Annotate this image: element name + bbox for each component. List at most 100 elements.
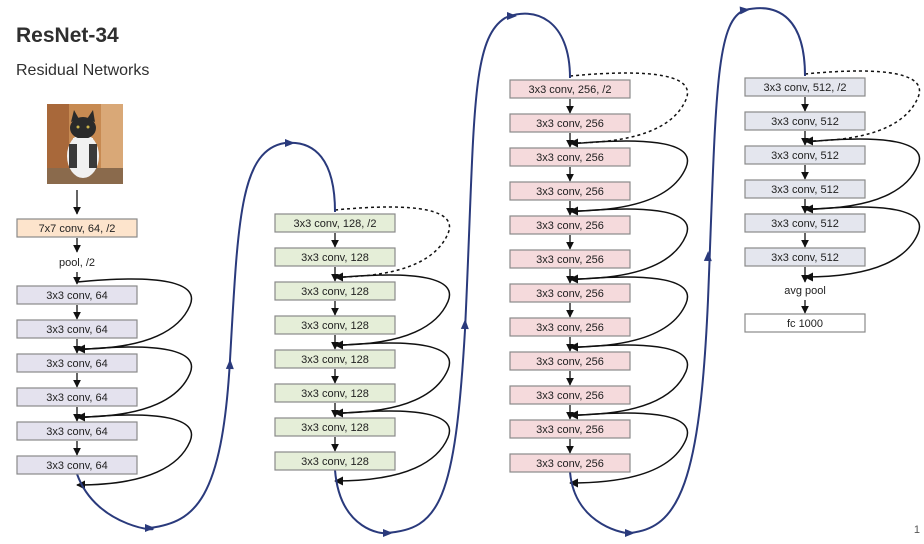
- stage2-conv-box-1-label: 3x3 conv, 128, /2: [294, 218, 377, 230]
- stage3-conv-box-7-rect: [509, 283, 631, 303]
- stage2-conv-box-2: 3x3 conv, 128: [274, 247, 396, 267]
- stage3-skip-connection-3: [569, 208, 689, 284]
- stage2-conv-box-7-rect: [274, 417, 396, 437]
- stage4-conv-box-1-rect: [744, 77, 866, 97]
- stage2-skip-connection-1: [334, 206, 451, 282]
- stage2-conv-box-7: 3x3 conv, 128: [274, 417, 396, 437]
- stage1-conv-box-2-label: 3x3 conv, 64: [46, 324, 108, 336]
- stage1-conv-box-6: 3x3 conv, 64: [16, 455, 138, 475]
- connector3-mid-arrowhead: [703, 251, 712, 262]
- stage3-conv-box-11: 3x3 conv, 256: [509, 419, 631, 439]
- stage4-conv-box-1-label: 3x3 conv, 512, /2: [764, 82, 847, 94]
- stage3-conv-box-8-label: 3x3 conv, 256: [536, 322, 604, 334]
- stage1-conv-box-3-rect: [16, 353, 138, 373]
- stage2-conv-box-5-label: 3x3 conv, 128: [301, 354, 369, 366]
- stage1-conv-box-5-rect: [16, 421, 138, 441]
- stage3-conv-box-6: 3x3 conv, 256: [509, 249, 631, 269]
- stage1-conv-box-4-rect: [16, 387, 138, 407]
- stage4-conv-box-6-label: 3x3 conv, 512: [771, 252, 839, 264]
- stage3-conv-box-11-rect: [509, 419, 631, 439]
- connector3-bottom-arrowhead: [625, 529, 635, 537]
- stage3-conv-box-10: 3x3 conv, 256: [509, 385, 631, 405]
- connector2-bottom-arrowhead: [383, 529, 393, 537]
- stage2-conv-box-6-label: 3x3 conv, 128: [301, 388, 369, 400]
- arrow-layer: [73, 6, 921, 537]
- stage2-conv-box-4: 3x3 conv, 128: [274, 315, 396, 335]
- stage1-skip-connection-3: [76, 414, 193, 490]
- connector1-mid-arrowhead: [225, 359, 234, 370]
- stage4-skip-connection-3: [804, 206, 921, 282]
- stage3-conv-box-9-label: 3x3 conv, 256: [536, 356, 604, 368]
- stage3-conv-box-1-rect: [509, 79, 631, 99]
- stage3-conv-box-4-rect: [509, 181, 631, 201]
- stage2-conv-box-2-label: 3x3 conv, 128: [301, 252, 369, 264]
- stage2-conv-box-1-rect: [274, 213, 396, 233]
- stage3-conv-box-4-label: 3x3 conv, 256: [536, 186, 604, 198]
- stage2-skip-connection-3: [334, 342, 451, 418]
- stage1-conv-box-1-rect: [16, 285, 138, 305]
- stage4-conv-box-6-rect: [744, 247, 866, 267]
- stage3-conv-box-5: 3x3 conv, 256: [509, 215, 631, 235]
- stage2-to-stage3-connector-arrowhead: [507, 12, 517, 20]
- page-title: ResNet-34: [16, 24, 119, 47]
- stage2-conv-box-3-label: 3x3 conv, 128: [301, 286, 369, 298]
- stage1-conv-box-3: 3x3 conv, 64: [16, 353, 138, 373]
- stage3-skip-connection-4: [569, 276, 689, 352]
- page-subtitle: Residual Networks: [16, 62, 150, 79]
- stage4-conv-box-2-label: 3x3 conv, 512: [771, 116, 839, 128]
- stage3-conv-box-7: 3x3 conv, 256: [509, 283, 631, 303]
- stage3-conv-box-3-label: 3x3 conv, 256: [536, 152, 604, 164]
- stage1-conv-box-1-label: 3x3 conv, 64: [46, 290, 108, 302]
- stage1-conv-box-2-rect: [16, 319, 138, 339]
- stage3-skip-connection-6: [569, 412, 689, 488]
- stage4-conv-box-4-label: 3x3 conv, 512: [771, 184, 839, 196]
- stage4-conv-box-5-label: 3x3 conv, 512: [771, 218, 839, 230]
- stage3-conv-box-2-label: 3x3 conv, 256: [536, 118, 604, 130]
- stage1-to-stage2-connector-arrowhead: [285, 139, 295, 147]
- fc-box-rect: [744, 313, 866, 333]
- stage1-conv-box-4: 3x3 conv, 64: [16, 387, 138, 407]
- stage3-conv-box-2-rect: [509, 113, 631, 133]
- stage1-conv-box-6-label: 3x3 conv, 64: [46, 460, 108, 472]
- stage4-conv-box-5-rect: [744, 213, 866, 233]
- stage1-skip-connection-1: [76, 278, 193, 354]
- stage4-conv-box-2: 3x3 conv, 512: [744, 111, 866, 131]
- stage2-conv-box-4-rect: [274, 315, 396, 335]
- stage2-conv-box-5-rect: [274, 349, 396, 369]
- stem-conv-box: 7x7 conv, 64, /2: [16, 218, 138, 238]
- stem-conv-box-rect: [16, 218, 138, 238]
- stage4-conv-box-4-rect: [744, 179, 866, 199]
- stage2-conv-box-6: 3x3 conv, 128: [274, 383, 396, 403]
- stage4-skip-connection-2: [804, 138, 921, 214]
- stage1-conv-box-5-label: 3x3 conv, 64: [46, 426, 108, 438]
- stage3-skip-connection-1: [569, 72, 689, 148]
- stage4-conv-box-1: 3x3 conv, 512, /2: [744, 77, 866, 97]
- stage3-conv-box-10-label: 3x3 conv, 256: [536, 390, 604, 402]
- stage4-conv-box-6: 3x3 conv, 512: [744, 247, 866, 267]
- stage3-conv-box-3: 3x3 conv, 256: [509, 147, 631, 167]
- stage3-conv-box-1-label: 3x3 conv, 256, /2: [529, 84, 612, 96]
- stage1-conv-box-2: 3x3 conv, 64: [16, 319, 138, 339]
- stage1-conv-box-1: 3x3 conv, 64: [16, 285, 138, 305]
- stage1-conv-box-4-label: 3x3 conv, 64: [46, 392, 108, 404]
- stage3-conv-box-8: 3x3 conv, 256: [509, 317, 631, 337]
- stage1-conv-box-5: 3x3 conv, 64: [16, 421, 138, 441]
- stage4-conv-box-4: 3x3 conv, 512: [744, 179, 866, 199]
- stage3-skip-connection-5: [569, 344, 689, 420]
- stage2-conv-box-8-label: 3x3 conv, 128: [301, 456, 369, 468]
- stage4-conv-box-3: 3x3 conv, 512: [744, 145, 866, 165]
- stage2-conv-box-3-rect: [274, 281, 396, 301]
- stage3-conv-box-12: 3x3 conv, 256: [509, 453, 631, 473]
- stage2-conv-box-7-label: 3x3 conv, 128: [301, 422, 369, 434]
- stage2-conv-box-4-label: 3x3 conv, 128: [301, 320, 369, 332]
- stage2-skip-connection-4: [334, 410, 451, 486]
- stem-pool-label: pool, /2: [59, 257, 95, 269]
- stage2-skip-connection-2: [334, 274, 451, 350]
- stage4-skip-connection-1: [804, 70, 921, 146]
- stage1-skip-connection-2: [76, 346, 193, 422]
- stage3-conv-box-5-rect: [509, 215, 631, 235]
- stage3-conv-box-12-label: 3x3 conv, 256: [536, 458, 604, 470]
- stage2-conv-box-3: 3x3 conv, 128: [274, 281, 396, 301]
- stage4-conv-box-3-rect: [744, 145, 866, 165]
- stage4-conv-box-3-label: 3x3 conv, 512: [771, 150, 839, 162]
